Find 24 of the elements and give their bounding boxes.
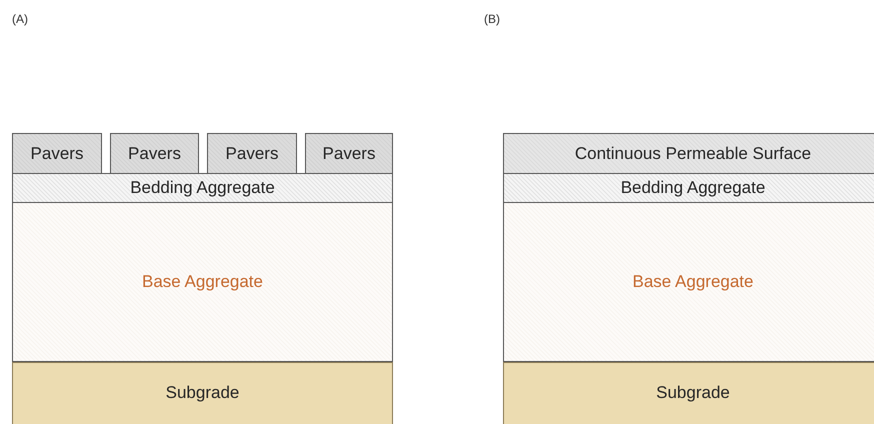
layer-label: Bedding Aggregate bbox=[130, 178, 275, 198]
layer-label: Pavers bbox=[226, 144, 278, 164]
layer-label: Pavers bbox=[322, 144, 376, 164]
base-layer bbox=[12, 202, 393, 362]
layer-label: Base Aggregate bbox=[632, 272, 754, 292]
permeable-surface-layer bbox=[503, 133, 874, 174]
paver-block bbox=[207, 133, 297, 174]
bedding-layer bbox=[503, 173, 874, 203]
layer-label: Subgrade bbox=[166, 383, 240, 403]
layer-label: Pavers bbox=[30, 144, 84, 164]
panel-label: (B) bbox=[484, 12, 500, 26]
paver-block bbox=[305, 133, 393, 174]
layer-label: Subgrade bbox=[656, 383, 730, 403]
layer-label: Continuous Permeable Surface bbox=[574, 144, 812, 164]
paver-block bbox=[110, 133, 199, 174]
subgrade-layer bbox=[12, 362, 393, 424]
bedding-layer bbox=[12, 173, 393, 203]
base-layer bbox=[503, 202, 874, 362]
layer-label: Base Aggregate bbox=[142, 272, 263, 292]
paver-block bbox=[12, 133, 102, 174]
layer-label: Pavers bbox=[128, 144, 181, 164]
layer-label: Bedding Aggregate bbox=[620, 178, 766, 198]
subgrade-layer bbox=[503, 362, 874, 424]
panel-label: (A) bbox=[12, 12, 28, 26]
